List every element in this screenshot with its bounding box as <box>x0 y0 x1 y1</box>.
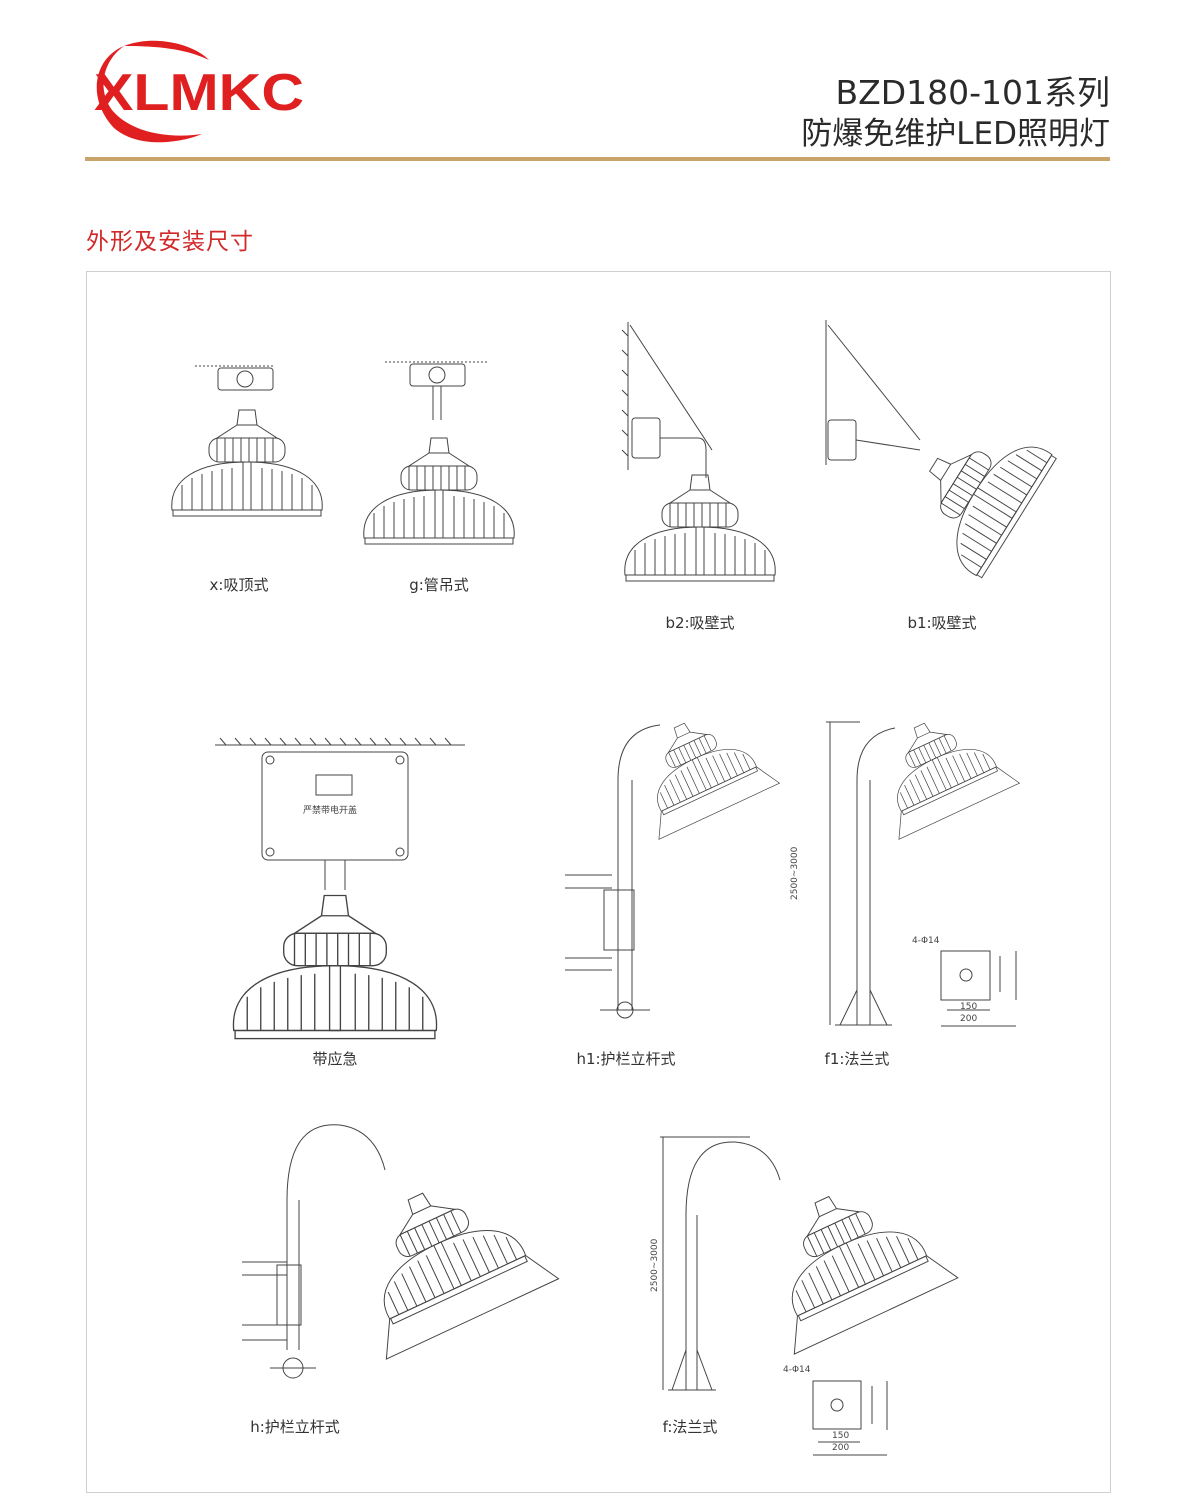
figure-x-ceiling-mount <box>171 365 323 517</box>
svg-text:XLMKC: XLMKC <box>94 64 304 122</box>
figure-g-pipe-pendant <box>363 361 515 545</box>
f-height-dimension: 2500~3000 <box>650 1238 660 1292</box>
brand-logo: XLMKC <box>94 40 304 143</box>
section-title: 外形及安装尺寸 <box>86 229 254 255</box>
f-inner-dimension: 150 <box>832 1431 850 1441</box>
f1-holes-dimension: 4-Φ14 <box>912 936 940 946</box>
f-holes-dimension: 4-Φ14 <box>783 1365 811 1375</box>
caption-b2: b2:吸壁式 <box>665 614 735 632</box>
figure-b2-wall-mount <box>621 322 776 582</box>
figure-b1-wall-mount <box>825 320 1058 580</box>
caption-h: h:护栏立杆式 <box>250 1418 340 1436</box>
caption-x: x:吸顶式 <box>209 576 269 594</box>
f-outer-dimension: 200 <box>832 1443 850 1453</box>
emergency-box-warning: 严禁带电开盖 <box>303 806 358 816</box>
product-series-title: BZD180-101系列 <box>835 73 1110 112</box>
figure-f-flange-pole <box>660 1136 959 1456</box>
caption-f1: f1:法兰式 <box>824 1050 890 1068</box>
figure-f1-flange-pole <box>826 702 1020 1027</box>
caption-emergency: 带应急 <box>312 1050 358 1068</box>
caption-b1: b1:吸壁式 <box>907 614 977 632</box>
product-name-title: 防爆免维护LED照明灯 <box>801 116 1110 152</box>
figure-h1-rail-pole <box>565 702 780 1019</box>
header-divider <box>85 157 1110 161</box>
f1-outer-dimension: 200 <box>960 1014 978 1024</box>
figure-h-rail-pole <box>242 1124 560 1379</box>
caption-f: f:法兰式 <box>662 1418 718 1436</box>
drawings-panel <box>86 271 1111 1493</box>
f1-height-dimension: 2500~3000 <box>790 846 800 900</box>
figure-emergency <box>215 737 465 1040</box>
caption-g: g:管吊式 <box>409 576 469 594</box>
caption-h1: h1:护栏立杆式 <box>576 1050 676 1068</box>
f1-inner-dimension: 150 <box>960 1002 978 1012</box>
